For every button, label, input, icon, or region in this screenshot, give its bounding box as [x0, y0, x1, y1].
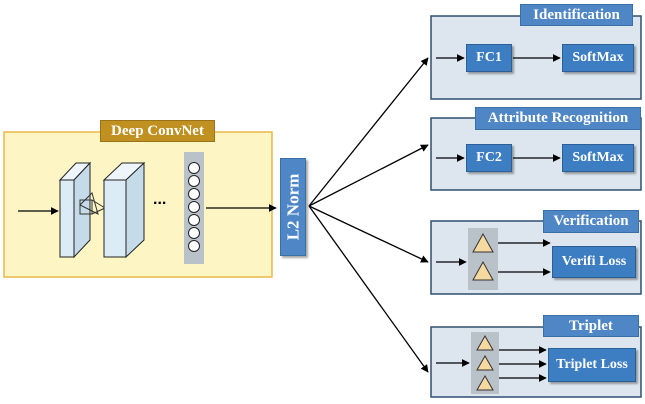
- branch-arrow-triplet: [308, 205, 429, 373]
- branch-arrow-attribute: [308, 144, 429, 207]
- fc1-block: FC1: [466, 44, 512, 72]
- triplet-title: Triplet: [543, 315, 639, 337]
- l2-norm-label: L2 Norm: [283, 173, 303, 241]
- feature-vector-node: [188, 162, 200, 252]
- convnet-title: Deep ConvNet: [100, 120, 215, 142]
- triangle-icon: [472, 260, 494, 281]
- triangle-icon: [476, 334, 494, 351]
- verifi-loss-block: Verifi Loss: [552, 246, 636, 278]
- triangle-icon: [472, 232, 494, 253]
- triangle-icon: [476, 354, 494, 371]
- fc2-block: FC2: [466, 144, 512, 172]
- attribute-recognition-title: Attribute Recognition: [475, 107, 641, 130]
- softmax-block-attribute: SoftMax: [562, 144, 634, 172]
- triplet-loss-block: Triplet Loss: [548, 348, 636, 382]
- conv-layer-icon: [102, 161, 146, 259]
- verification-title: Verification: [543, 210, 639, 233]
- l2-norm-block: L2 Norm: [280, 158, 306, 256]
- conv-layer-icon: [58, 161, 106, 259]
- identification-title: Identification: [520, 4, 633, 26]
- triangle-icon: [476, 374, 494, 391]
- ellipsis: ...: [153, 191, 167, 208]
- branch-arrow-verification: [308, 205, 429, 263]
- branch-arrow-identification: [308, 57, 429, 207]
- softmax-block-identification: SoftMax: [562, 44, 634, 72]
